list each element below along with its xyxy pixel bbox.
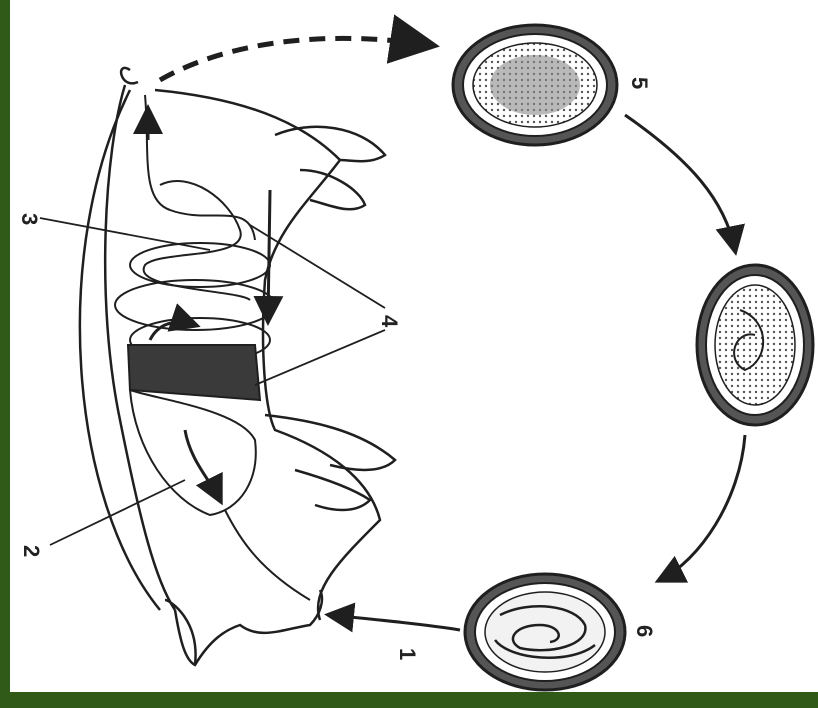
cycle-path (80, 38, 745, 630)
diagram-panel: 3 4 2 1 5 6 (10, 0, 818, 692)
egg-embryonated-icon (465, 574, 625, 690)
life-cycle-diagram: 3 4 2 1 5 6 (10, 0, 818, 692)
label-1: 1 (395, 648, 420, 660)
label-6: 6 (632, 625, 657, 637)
egg-unembryonated-icon (453, 25, 617, 145)
label-5: 5 (627, 77, 652, 89)
bottom-border (0, 692, 818, 708)
egg-developing-icon (697, 265, 813, 425)
label-3: 3 (17, 213, 42, 225)
migration-arrows (148, 110, 270, 500)
label-4: 4 (377, 315, 402, 328)
label-2: 2 (19, 545, 44, 557)
